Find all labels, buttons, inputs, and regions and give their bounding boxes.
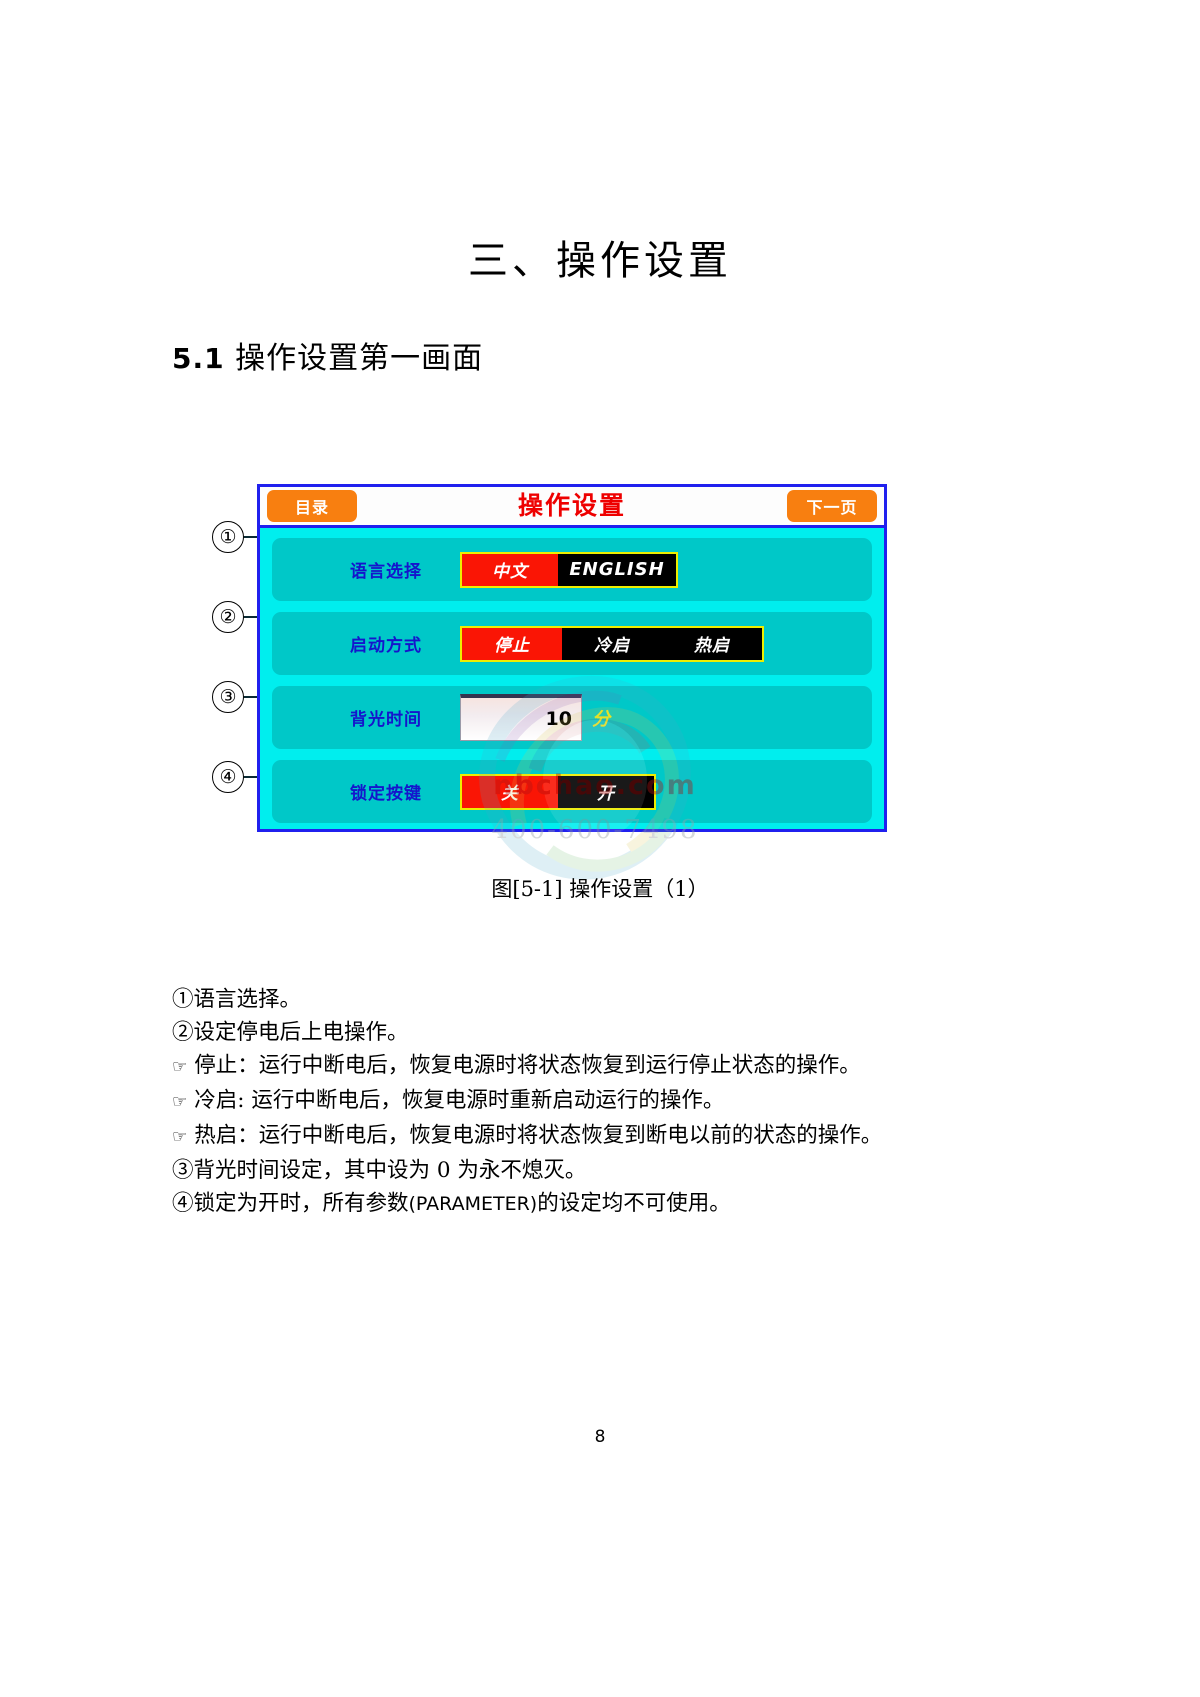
note-line-5: ☞ 热启：运行中断电后，恢复电源时将状态恢复到断电以前的状态的操作。 bbox=[172, 1119, 1072, 1154]
start-mode-option-cold-start[interactable]: 冷启 bbox=[594, 636, 630, 656]
pointing-hand-icon: ☞ bbox=[172, 1127, 188, 1147]
note-line-7-post: 的设定均不可使用。 bbox=[537, 1191, 731, 1216]
note-line-3: ☞ 停止：运行中断电后，恢复电源时将状态恢复到运行停止状态的操作。 bbox=[172, 1049, 1072, 1084]
pointing-hand-icon: ☞ bbox=[172, 1057, 188, 1077]
start-mode-option-hot-start[interactable]: 热启 bbox=[694, 636, 730, 656]
section-heading: 5.1 操作设置第一画面 bbox=[172, 333, 483, 377]
setting-row-backlight-time: 背光时间 10 分 bbox=[272, 686, 872, 749]
note-line-7: ④锁定为开时，所有参数(PARAMETER)的设定均不可使用。 bbox=[172, 1187, 1072, 1221]
language-selector[interactable]: 中文 ENGLISH bbox=[460, 551, 678, 588]
menu-button[interactable]: 目录 bbox=[267, 490, 357, 522]
setting-label-backlight-time: 背光时间 bbox=[350, 710, 422, 730]
pointing-hand-icon: ☞ bbox=[172, 1092, 188, 1112]
note-line-6: ③背光时间设定，其中设为 0 为永不熄灭。 bbox=[172, 1158, 587, 1183]
note-line-2: ②设定停电后上电操作。 bbox=[172, 1020, 409, 1045]
next-page-button[interactable]: 下一页 bbox=[787, 490, 877, 522]
setting-row-language: 语言选择 中文 ENGLISH bbox=[272, 538, 872, 601]
start-mode-option-stop[interactable]: 停止 bbox=[462, 627, 562, 660]
key-lock-option-on[interactable]: 开 bbox=[597, 784, 615, 804]
callout-circle-2: ② bbox=[212, 601, 244, 633]
setting-label-key-lock: 锁定按键 bbox=[350, 784, 422, 804]
note-line-7-pre: ④锁定为开时，所有参数 bbox=[172, 1191, 409, 1216]
language-option-chinese[interactable]: 中文 bbox=[462, 553, 558, 586]
notes-block: ①语言选择。 ②设定停电后上电操作。 ☞ 停止：运行中断电后，恢复电源时将状态恢复… bbox=[172, 983, 1072, 1221]
setting-label-start-mode: 启动方式 bbox=[350, 636, 422, 656]
language-option-english[interactable]: ENGLISH bbox=[569, 559, 665, 580]
note-line-1: ①语言选择。 bbox=[172, 987, 302, 1012]
callout-2: ② bbox=[212, 597, 332, 637]
section-number: 5.1 bbox=[172, 342, 225, 375]
key-lock-option-off[interactable]: 关 bbox=[462, 775, 558, 808]
figure-caption: 图[5-1] 操作设置（1） bbox=[491, 877, 709, 901]
note-line-3-text: 停止：运行中断电后，恢复电源时将状态恢复到运行停止状态的操作。 bbox=[194, 1053, 861, 1078]
start-mode-selector[interactable]: 停止 冷启 热启 bbox=[460, 625, 764, 662]
hmi-screen: 操作设置 目录 下一页 语言选择 中文 ENGLISH 启动方式 停止 冷启 热… bbox=[257, 484, 887, 832]
setting-row-start-mode: 启动方式 停止 冷启 热启 bbox=[272, 612, 872, 675]
callout-circle-1: ① bbox=[212, 521, 244, 553]
callout-circle-4: ④ bbox=[212, 761, 244, 793]
hmi-header: 操作设置 目录 下一页 bbox=[260, 487, 884, 528]
setting-label-language: 语言选择 bbox=[350, 562, 422, 582]
setting-row-key-lock: 锁定按键 关 开 bbox=[272, 760, 872, 823]
backlight-time-unit: 分 bbox=[592, 708, 610, 730]
note-line-5-text: 热启：运行中断电后，恢复电源时将状态恢复到断电以前的状态的操作。 bbox=[194, 1123, 883, 1148]
callout-circle-3: ③ bbox=[212, 681, 244, 713]
key-lock-selector[interactable]: 关 开 bbox=[460, 773, 656, 810]
page-title: 三、操作设置 bbox=[468, 238, 732, 284]
page-number: 8 bbox=[594, 1427, 606, 1447]
note-line-4-text: 冷启: 运行中断电后，恢复电源时重新启动运行的操作。 bbox=[194, 1088, 725, 1113]
backlight-time-input[interactable]: 10 bbox=[460, 694, 582, 741]
section-title: 操作设置第一画面 bbox=[235, 341, 484, 376]
hmi-screen-title: 操作设置 bbox=[517, 491, 626, 520]
note-line-7-parameter: (PARAMETER) bbox=[408, 1193, 538, 1215]
hmi-settings-list: 语言选择 中文 ENGLISH 启动方式 停止 冷启 热启 背光时间 10 分 … bbox=[260, 528, 884, 832]
note-line-4: ☞ 冷启: 运行中断电后，恢复电源时重新启动运行的操作。 bbox=[172, 1084, 1072, 1119]
